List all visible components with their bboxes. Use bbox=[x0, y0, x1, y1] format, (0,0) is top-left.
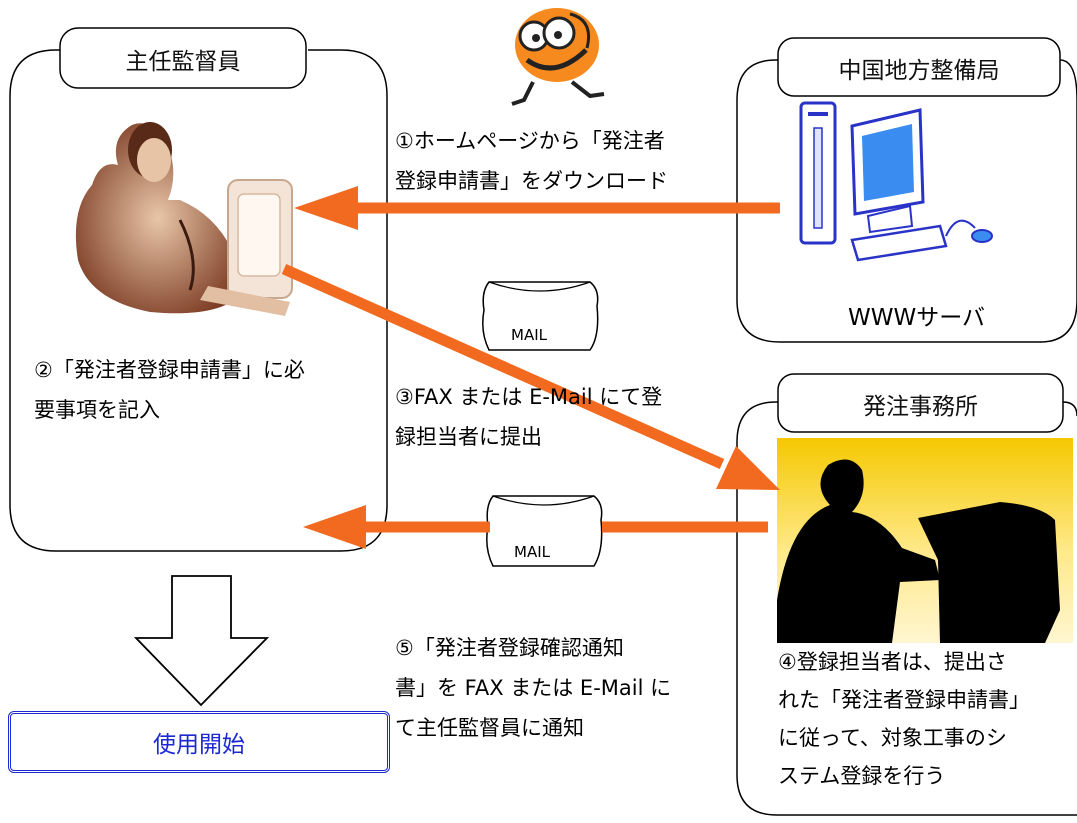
ie-mascot-icon bbox=[511, 8, 605, 106]
step4-text: ④登録担当者は、提出さ れた「発注者登録申請書」 に従って、対象工事のシ ステム… bbox=[778, 643, 1030, 795]
mail-label: MAIL bbox=[511, 326, 548, 344]
step1-text: ①ホームページから「発注者 登録申請書」をダウンロード bbox=[395, 121, 668, 201]
server-computer-icon bbox=[799, 101, 993, 262]
start-usage-box: 使用開始 bbox=[8, 711, 390, 773]
submit-arrow bbox=[281, 263, 780, 490]
notify-arrow bbox=[303, 505, 768, 549]
step3-text: ③FAX または E-Mail にて登 録担当者に提出 bbox=[395, 377, 662, 457]
step4-line: れた「発注者登録申請書」 bbox=[778, 688, 1030, 712]
step5-line: 書」を FAX または E-Mail に bbox=[395, 676, 672, 700]
step5-line: て主任監督員に通知 bbox=[395, 716, 584, 740]
silhouette-at-computer-icon bbox=[777, 438, 1073, 643]
office-panel bbox=[736, 373, 1077, 816]
start-usage-label: 使用開始 bbox=[153, 732, 245, 758]
mail-envelope-icon: MAIL bbox=[486, 495, 603, 567]
mail-label: MAIL bbox=[514, 543, 551, 561]
step2-line: ②「発注者登録申請書」に必 bbox=[34, 358, 305, 382]
supervisor-box-label: 主任監督員 bbox=[125, 49, 241, 75]
download-arrow bbox=[294, 186, 780, 230]
step3-line: ③FAX または E-Mail にて登 bbox=[395, 385, 663, 409]
step5-line: ⑤「発注者登録確認通知 bbox=[395, 636, 624, 660]
office-box-label: 発注事務所 bbox=[863, 394, 978, 420]
step4-line: ④登録担当者は、提出さ bbox=[778, 650, 1007, 674]
step4-line: ステム登録を行う bbox=[778, 764, 946, 788]
step3-line: 録担当者に提出 bbox=[395, 425, 542, 449]
step4-line: に従って、対象工事のシ bbox=[778, 726, 1007, 750]
step1-line: 登録申請書」をダウンロード bbox=[395, 169, 668, 193]
step1-line: ①ホームページから「発注者 bbox=[395, 129, 665, 153]
step5-text: ⑤「発注者登録確認通知 書」を FAX または E-Mail に て主任監督員に… bbox=[395, 628, 671, 748]
businessman-at-computer-icon bbox=[75, 122, 293, 316]
step2-text: ②「発注者登録申請書」に必 要事項を記入 bbox=[34, 350, 305, 430]
mail-envelope-icon: MAIL bbox=[482, 281, 599, 351]
down-arrow-icon bbox=[133, 575, 270, 707]
regional-bureau-box-label: 中国地方整備局 bbox=[838, 58, 1000, 84]
supervisor-panel bbox=[9, 27, 388, 552]
server-label: WWWサーバ bbox=[848, 305, 985, 331]
step2-line: 要事項を記入 bbox=[34, 398, 160, 422]
